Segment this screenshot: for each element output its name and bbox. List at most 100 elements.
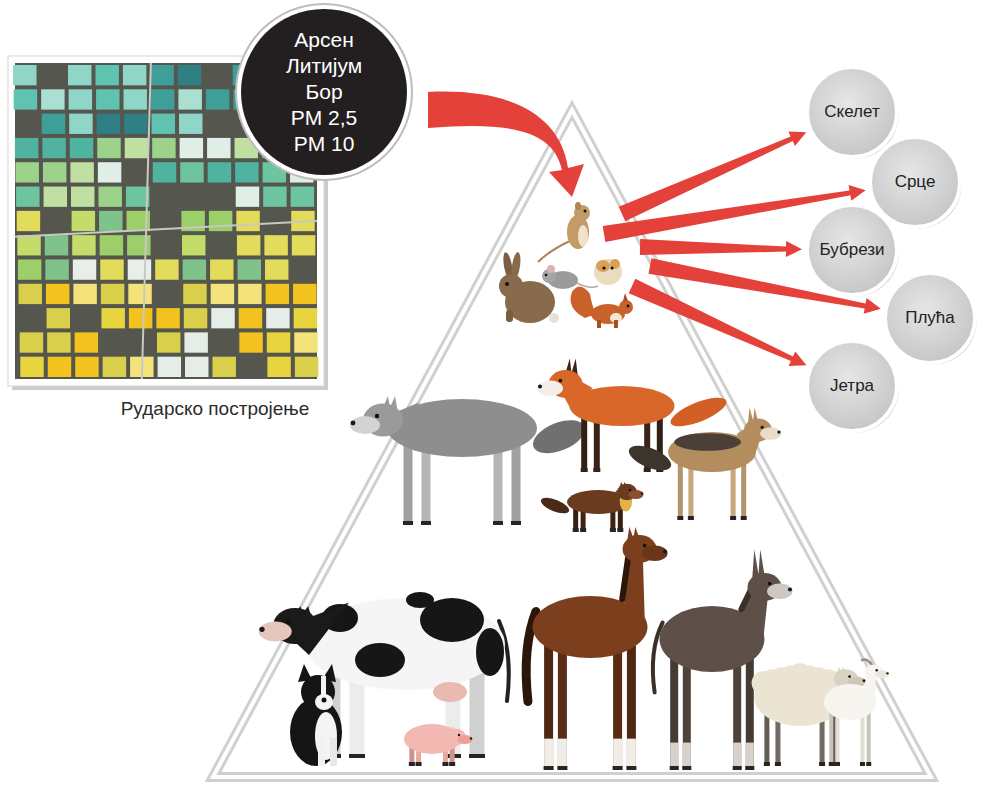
mine-photo	[46, 284, 69, 304]
grey-circle	[807, 205, 897, 295]
circle-text: Јетра	[805, 339, 899, 433]
mine-photo	[73, 284, 96, 304]
hamster	[596, 260, 610, 272]
mine-photo	[75, 332, 98, 352]
donkey	[746, 743, 754, 770]
mine-photo	[72, 235, 95, 255]
black-circle	[241, 9, 407, 175]
circle-text: Бубрези	[805, 203, 899, 297]
mine-photo	[295, 357, 318, 377]
organ-arrow	[629, 279, 807, 366]
mine-photo	[127, 235, 150, 255]
wolf	[375, 414, 379, 418]
jackal	[741, 516, 747, 520]
jackal	[761, 426, 764, 429]
hamster	[594, 259, 622, 285]
mine-photo	[178, 65, 201, 85]
rabbit	[506, 310, 513, 322]
mine-photo	[72, 211, 95, 231]
pollutant-circle: АрсенЛитијумБорPM 2,5PM 10	[234, 2, 414, 182]
wolf	[350, 416, 380, 434]
mine-photo	[142, 63, 151, 379]
dog	[315, 694, 333, 710]
mine-photo	[128, 259, 151, 279]
squirrel	[619, 300, 633, 314]
circle-text: Скелет	[805, 65, 899, 159]
mine-photo	[14, 89, 37, 109]
mine-photo	[155, 259, 178, 279]
mine-photo	[99, 211, 122, 231]
organ-name: Срце	[895, 172, 936, 192]
dog	[330, 738, 337, 766]
cow	[355, 643, 405, 677]
mine-photo	[236, 187, 259, 207]
mine-photo	[158, 357, 181, 377]
mine-photo	[209, 211, 232, 231]
horse	[643, 544, 647, 548]
jackal	[677, 516, 683, 520]
fox	[537, 381, 563, 396]
mine-photo	[129, 308, 152, 328]
horse	[613, 766, 623, 770]
donkey	[682, 766, 691, 770]
mine-photo	[98, 187, 121, 207]
black-circle	[237, 5, 411, 179]
jackal	[626, 408, 782, 520]
mine-photo	[185, 357, 208, 377]
goat	[860, 762, 865, 766]
hamster	[602, 266, 605, 269]
mine-photo	[183, 259, 206, 279]
mine-photo	[178, 89, 201, 109]
mine-photo	[152, 138, 175, 158]
animals	[259, 202, 889, 770]
pig	[442, 762, 448, 766]
pig	[470, 737, 472, 739]
wolf	[528, 413, 589, 459]
goat	[876, 669, 878, 671]
mouse	[545, 274, 548, 277]
mine-photo	[15, 221, 317, 237]
mine-photo	[235, 162, 258, 182]
gerbil	[538, 202, 590, 262]
mine-photo	[16, 187, 39, 207]
mouse	[575, 282, 598, 287]
mine-photo	[207, 138, 230, 158]
mine-photo	[19, 284, 42, 304]
mine-photo	[182, 235, 205, 255]
cow	[286, 619, 291, 624]
rabbit	[499, 274, 523, 298]
mine-photo	[100, 259, 123, 279]
grey-circle	[885, 273, 975, 363]
wolf	[511, 521, 521, 525]
wolf	[421, 521, 431, 525]
donkey	[653, 550, 793, 770]
gerbil	[578, 225, 588, 247]
goat	[824, 659, 889, 766]
organ-circle: Скелет	[805, 65, 899, 159]
gerbil	[567, 215, 589, 249]
fox	[559, 379, 563, 383]
dog	[321, 676, 326, 696]
mine-photo	[264, 235, 287, 255]
organ-name: Плућа	[905, 308, 955, 328]
wolf	[493, 521, 503, 525]
mine-photo	[239, 332, 262, 352]
mouse	[542, 265, 598, 289]
mine-photo	[101, 308, 124, 328]
fox	[581, 468, 588, 472]
grey-circle	[807, 67, 897, 157]
horse	[642, 546, 668, 561]
mine-photo	[45, 259, 68, 279]
donkey	[767, 584, 793, 599]
mine-photo	[97, 138, 120, 158]
dog	[290, 664, 342, 766]
flow-arrow	[428, 92, 584, 197]
donkey	[670, 743, 678, 770]
mine-photo	[100, 235, 123, 255]
mine-photo	[267, 357, 290, 377]
mine-photo	[125, 138, 148, 158]
mine-photo	[17, 235, 40, 255]
circle-text: АрсенЛитијумБорPM 2,5PM 10	[234, 2, 414, 182]
mine-photo	[48, 357, 71, 377]
marten	[641, 492, 643, 494]
